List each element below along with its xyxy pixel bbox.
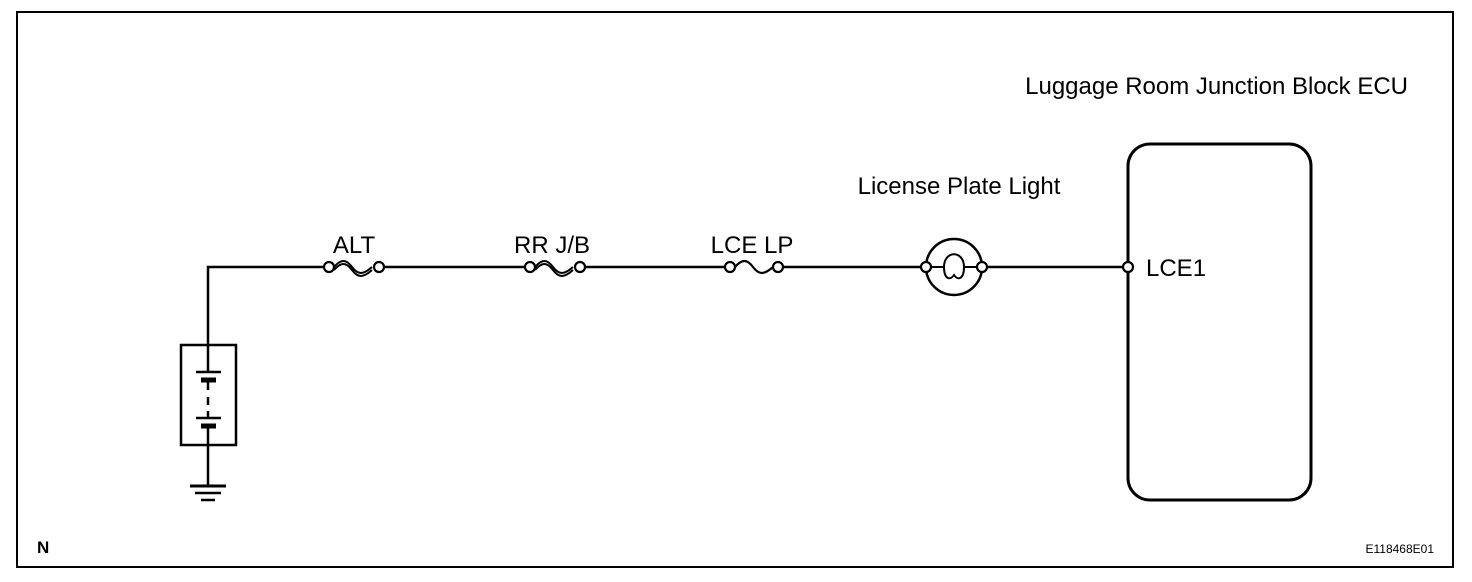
ecu-title: Luggage Room Junction Block ECU xyxy=(1025,73,1408,100)
fuse-lcelp-symbol xyxy=(723,259,785,275)
fuse-alt-symbol xyxy=(322,260,386,277)
ecu-terminal-lce1 xyxy=(1121,260,1135,274)
corner-marker: N xyxy=(37,538,49,557)
bulb-icon xyxy=(919,237,989,297)
fuse-alt-label: ALT xyxy=(333,232,376,259)
fuse-rrjb-label: RR J/B xyxy=(514,232,590,259)
fuse-rrjb-symbol xyxy=(523,260,587,277)
ecu-box xyxy=(1126,142,1313,502)
ecu-terminal-label: LCE1 xyxy=(1146,255,1206,282)
fuse-lcelp-label: LCE LP xyxy=(711,232,794,259)
license-plate-light-label: License Plate Light xyxy=(858,173,1061,200)
diagram-frame xyxy=(16,11,1454,568)
battery-symbol xyxy=(179,343,238,447)
figure-code: E118468E01 xyxy=(1365,542,1434,556)
ground-icon xyxy=(190,445,226,502)
